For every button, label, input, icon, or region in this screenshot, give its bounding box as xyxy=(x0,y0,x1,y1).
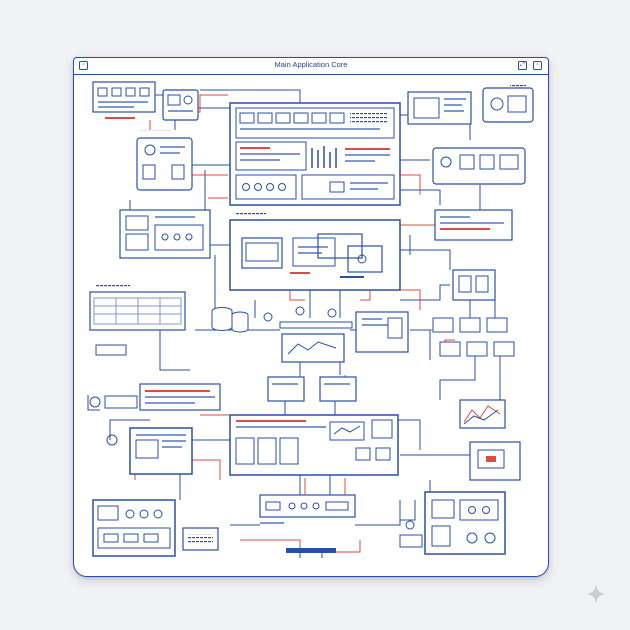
gear-icon[interactable] xyxy=(424,491,506,555)
node-bottom-right-small[interactable] xyxy=(399,520,423,548)
node-left-lower-a[interactable] xyxy=(89,383,221,411)
node-center-link[interactable] xyxy=(263,306,353,329)
maximize-icon[interactable]: ⤢ xyxy=(518,61,527,70)
node-core-middle[interactable] xyxy=(229,212,401,291)
node-left-cluster-b[interactable] xyxy=(119,209,211,259)
node-left-lower-b[interactable] xyxy=(106,427,193,475)
sparkle-icon xyxy=(586,584,606,604)
node-right-d[interactable] xyxy=(452,269,496,301)
node-left-cluster-a[interactable] xyxy=(136,130,193,191)
close-icon[interactable]: ▫ xyxy=(533,61,542,70)
node-left-table[interactable] xyxy=(89,285,186,356)
node-mid-pair[interactable] xyxy=(267,376,357,402)
node-right-top[interactable] xyxy=(407,91,472,125)
chart-icon[interactable] xyxy=(459,399,506,429)
node-right-grid[interactable] xyxy=(432,317,515,357)
node-left-bottom-small[interactable] xyxy=(182,527,219,551)
node-core-top[interactable] xyxy=(229,102,401,206)
node-right-e[interactable] xyxy=(469,441,521,481)
window-titlebar: ▫ Main Application Core ⤢ ▫ xyxy=(74,58,548,75)
node-left-bottom[interactable] xyxy=(92,499,176,557)
node-bottom-bar[interactable] xyxy=(259,494,356,524)
node-core-bottom[interactable] xyxy=(229,414,399,476)
node-monitor-small[interactable] xyxy=(162,89,199,121)
monitor-icon[interactable] xyxy=(482,84,534,123)
database-icon[interactable] xyxy=(211,307,249,333)
window-title: Main Application Core xyxy=(274,60,348,69)
node-top-left-panel[interactable] xyxy=(92,74,156,119)
node-center-right[interactable] xyxy=(355,311,409,353)
window-menu-icon[interactable]: ▫ xyxy=(79,61,88,70)
node-right-b[interactable] xyxy=(432,147,526,185)
node-center-panel[interactable] xyxy=(281,333,345,363)
node-right-c[interactable] xyxy=(434,209,513,241)
node-bottom-bus[interactable] xyxy=(286,548,336,558)
